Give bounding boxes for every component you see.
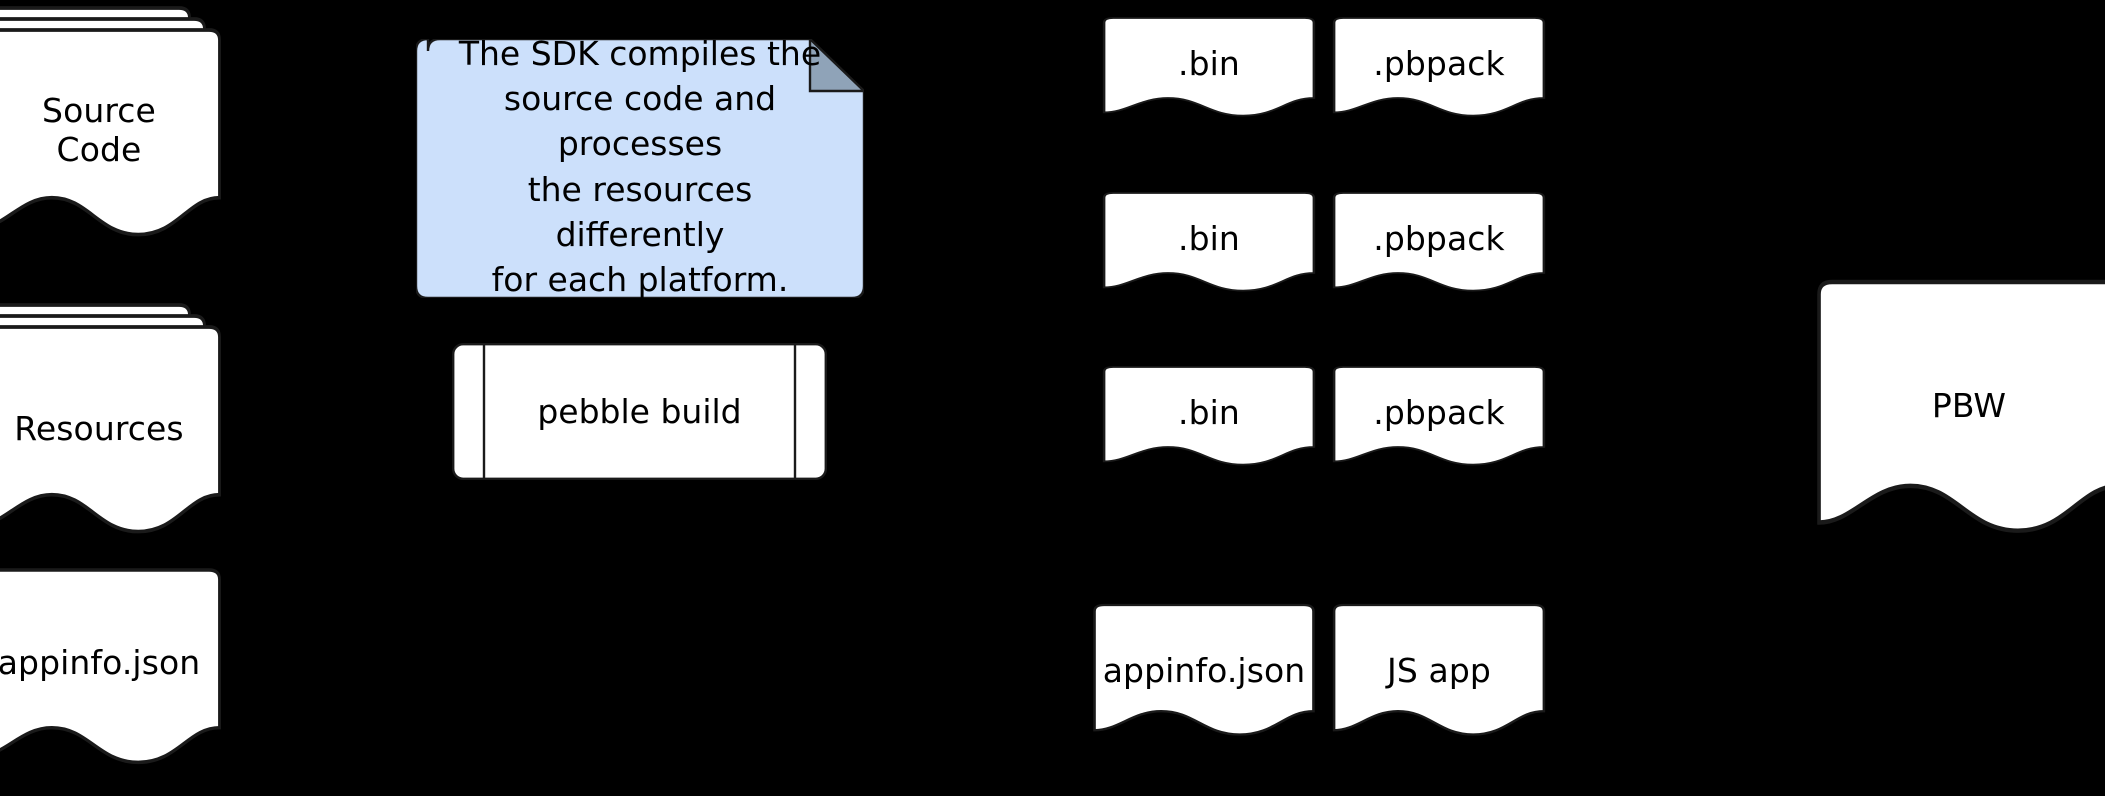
node-output-js-app[interactable]: JS app [1325,603,1553,743]
output-bin-1-sheet [1095,16,1323,122]
node-output-pbpack-2[interactable]: .pbpack [1325,191,1553,297]
node-pebble-build[interactable]: pebble build [452,343,827,480]
node-pbw-bundle[interactable]: PBW [1806,282,2105,547]
node-resources[interactable]: Resources [0,303,230,545]
node-source-code[interactable]: Source Code [0,6,230,248]
node-sdk-note[interactable]: The SDK compiles the source code and pro… [416,33,864,299]
resources-sheet-front [0,325,230,545]
output-bin-2-sheet [1095,191,1323,297]
output-pbpack-3-sheet [1325,365,1553,471]
sdk-note-text: The SDK compiles the source code and pro… [458,33,822,299]
output-appinfo-sheet [1085,603,1323,743]
node-output-bin-3[interactable]: .bin [1095,365,1323,471]
node-output-appinfo[interactable]: appinfo.json [1085,603,1323,743]
pebble-build-shape [452,343,827,480]
output-pbpack-1-sheet [1325,16,1553,122]
pbw-bundle-sheet [1806,282,2105,547]
output-bin-3-sheet [1095,365,1323,471]
output-js-app-sheet [1325,603,1553,743]
node-output-pbpack-1[interactable]: .pbpack [1325,16,1553,122]
node-output-pbpack-3[interactable]: .pbpack [1325,365,1553,471]
node-output-bin-2[interactable]: .bin [1095,191,1323,297]
appinfo-input-sheet [0,568,230,775]
note-shape [416,39,864,298]
output-pbpack-2-sheet [1325,191,1553,297]
source-code-sheet-front [0,28,230,248]
node-output-bin-1[interactable]: .bin [1095,16,1323,122]
pebble-build-label: pebble build [537,392,742,431]
node-appinfo-input[interactable]: appinfo.json [0,568,230,775]
